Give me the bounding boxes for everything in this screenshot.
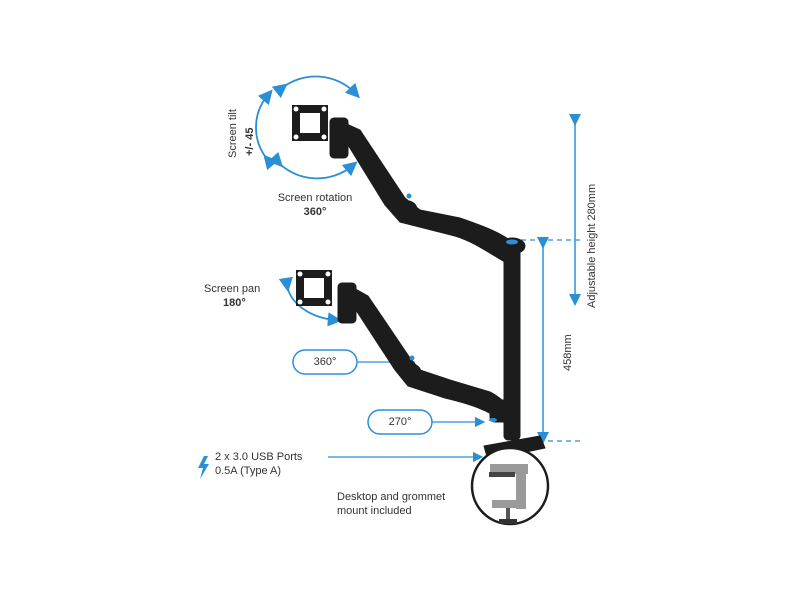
- desk-clamp-inset: [470, 446, 550, 526]
- mount-label-line2: mount included: [337, 505, 412, 517]
- pan-arrow-icon: [278, 276, 343, 327]
- arm-swivel-pill: [292, 349, 358, 375]
- screen-rotation-value: 360°: [303, 206, 327, 218]
- screen-tilt-label: Screen tilt: [227, 109, 239, 158]
- lightning-icon: [198, 456, 209, 479]
- tilt-arrow-icon: [255, 89, 279, 171]
- monitor-arm-mount: [329, 117, 546, 461]
- pole-height-label: 458mm: [562, 334, 574, 371]
- upper-vesa-plate: [292, 105, 328, 141]
- usb-ports-spec: 0.5A (Type A): [215, 465, 282, 477]
- usb-ports-label: 2 x 3.0 USB Ports: [215, 451, 303, 463]
- screen-pan-value: 180°: [223, 297, 246, 309]
- adjustable-height-label: Adjustable height 280mm: [586, 183, 598, 308]
- screen-rotation-label: Screen rotation: [277, 192, 353, 204]
- base-swivel-pill: [367, 409, 433, 435]
- screen-tilt-value: +/- 45: [244, 127, 256, 156]
- base-swivel-label: 270°: [388, 416, 412, 428]
- screen-pan-label: Screen pan: [204, 283, 261, 295]
- mount-label-line1: Desktop and grommet: [337, 491, 446, 503]
- rotation-arrow-icon: [267, 75, 360, 180]
- arm-swivel-label: 360°: [313, 356, 337, 368]
- lower-vesa-plate: [296, 270, 332, 306]
- joint-accents: [406, 193, 518, 422]
